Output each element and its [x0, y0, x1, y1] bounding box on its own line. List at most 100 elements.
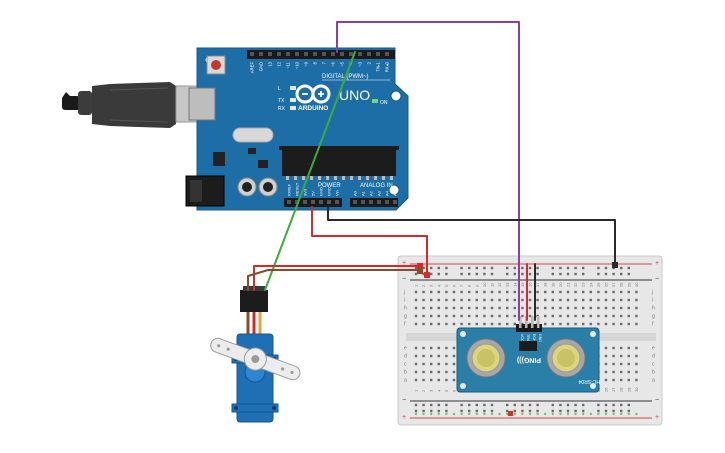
breadboard-hole[interactable] [483, 306, 486, 310]
wire-purple[interactable] [336, 21, 520, 321]
breadboard-hole[interactable] [635, 290, 638, 294]
breadboard-hole[interactable] [414, 354, 418, 358]
breadboard-hole[interactable] [468, 298, 471, 302]
breadboard-hole[interactable] [604, 378, 608, 382]
breadboard-hole[interactable] [452, 322, 456, 326]
breadboard-hole[interactable] [513, 298, 516, 302]
power-pin-hole[interactable] [319, 200, 323, 204]
analog-pin-hole[interactable] [385, 200, 389, 204]
breadboard-hole[interactable] [445, 298, 448, 302]
breadboard-hole[interactable] [627, 370, 630, 374]
breadboard-hole[interactable] [452, 362, 456, 366]
breadboard-hole[interactable] [506, 290, 509, 294]
breadboard-hole[interactable] [483, 298, 486, 302]
breadboard-hole[interactable] [430, 290, 433, 294]
breadboard-hole[interactable] [528, 290, 532, 294]
breadboard-hole[interactable] [475, 306, 478, 310]
digital-pin-hole[interactable] [331, 52, 335, 56]
breadboard-hole[interactable] [452, 306, 456, 310]
breadboard-hole[interactable] [582, 298, 585, 302]
breadboard-hole[interactable] [422, 362, 425, 366]
breadboard-hole[interactable] [589, 314, 592, 318]
breadboard-hole[interactable] [430, 314, 433, 318]
power-pin-hole[interactable] [287, 200, 291, 204]
breadboard-hole[interactable] [452, 346, 456, 350]
breadboard-hole[interactable] [445, 290, 448, 294]
breadboard-hole[interactable] [506, 314, 509, 318]
breadboard-hole[interactable] [604, 370, 608, 374]
servo-motor[interactable] [207, 286, 303, 423]
breadboard-hole[interactable] [604, 314, 608, 318]
digital-pin-hole[interactable] [277, 52, 281, 56]
breadboard-hole[interactable] [528, 306, 532, 310]
power-pin-hole[interactable] [311, 200, 315, 204]
breadboard-hole[interactable] [437, 354, 440, 358]
breadboard-hole[interactable] [422, 370, 425, 374]
breadboard-hole[interactable] [513, 306, 516, 310]
breadboard-hole[interactable] [414, 322, 418, 326]
breadboard-hole[interactable] [589, 322, 592, 326]
breadboard-hole[interactable] [627, 378, 630, 382]
power-pin-hole[interactable] [335, 200, 339, 204]
digital-pin-hole[interactable] [358, 52, 362, 56]
breadboard-hole[interactable] [544, 290, 547, 294]
breadboard-hole[interactable] [627, 354, 630, 358]
breadboard-hole[interactable] [513, 322, 516, 326]
digital-pin-hole[interactable] [268, 52, 272, 56]
analog-pin-hole[interactable] [369, 200, 373, 204]
breadboard-hole[interactable] [506, 322, 509, 326]
breadboard-hole[interactable] [627, 362, 630, 366]
breadboard-hole[interactable] [574, 290, 577, 294]
breadboard-hole[interactable] [498, 290, 501, 294]
breadboard-hole[interactable] [468, 322, 471, 326]
breadboard-hole[interactable] [452, 354, 456, 358]
breadboard-hole[interactable] [635, 378, 638, 382]
breadboard-hole[interactable] [445, 370, 448, 374]
breadboard-hole[interactable] [521, 306, 524, 310]
breadboard-hole[interactable] [445, 354, 448, 358]
breadboard-hole[interactable] [612, 378, 615, 382]
breadboard-hole[interactable] [544, 314, 547, 318]
breadboard-hole[interactable] [620, 314, 623, 318]
breadboard-hole[interactable] [422, 290, 425, 294]
breadboard-hole[interactable] [460, 290, 463, 294]
breadboard-hole[interactable] [574, 298, 577, 302]
breadboard-hole[interactable] [414, 378, 418, 382]
breadboard-hole[interactable] [604, 322, 608, 326]
breadboard-hole[interactable] [445, 346, 448, 350]
breadboard-hole[interactable] [521, 314, 524, 318]
breadboard-hole[interactable] [452, 314, 456, 318]
breadboard-hole[interactable] [528, 314, 532, 318]
breadboard-hole[interactable] [452, 290, 456, 294]
breadboard-hole[interactable] [612, 298, 615, 302]
breadboard-hole[interactable] [422, 306, 425, 310]
breadboard-hole[interactable] [490, 298, 494, 302]
breadboard-hole[interactable] [536, 298, 539, 302]
breadboard-hole[interactable] [635, 322, 638, 326]
breadboard-hole[interactable] [468, 290, 471, 294]
breadboard-hole[interactable] [612, 306, 615, 310]
wire-red-5v[interactable] [311, 206, 428, 275]
breadboard-hole[interactable] [430, 322, 433, 326]
breadboard-hole[interactable] [582, 306, 585, 310]
breadboard-hole[interactable] [544, 298, 547, 302]
breadboard-hole[interactable] [559, 314, 562, 318]
breadboard-hole[interactable] [635, 370, 638, 374]
breadboard-hole[interactable] [498, 314, 501, 318]
digital-pin-hole[interactable] [313, 52, 317, 56]
breadboard-hole[interactable] [551, 322, 554, 326]
breadboard-hole[interactable] [612, 314, 615, 318]
breadboard-hole[interactable] [460, 298, 463, 302]
breadboard-hole[interactable] [597, 290, 600, 294]
analog-pin-hole[interactable] [361, 200, 365, 204]
breadboard-hole[interactable] [620, 346, 623, 350]
digital-pin-hole[interactable] [367, 52, 371, 56]
wire-green[interactable] [264, 51, 356, 291]
breadboard-hole[interactable] [566, 314, 570, 318]
breadboard-hole[interactable] [414, 298, 418, 302]
breadboard-hole[interactable] [483, 314, 486, 318]
breadboard-hole[interactable] [414, 370, 418, 374]
breadboard-hole[interactable] [452, 378, 456, 382]
breadboard-hole[interactable] [430, 346, 433, 350]
